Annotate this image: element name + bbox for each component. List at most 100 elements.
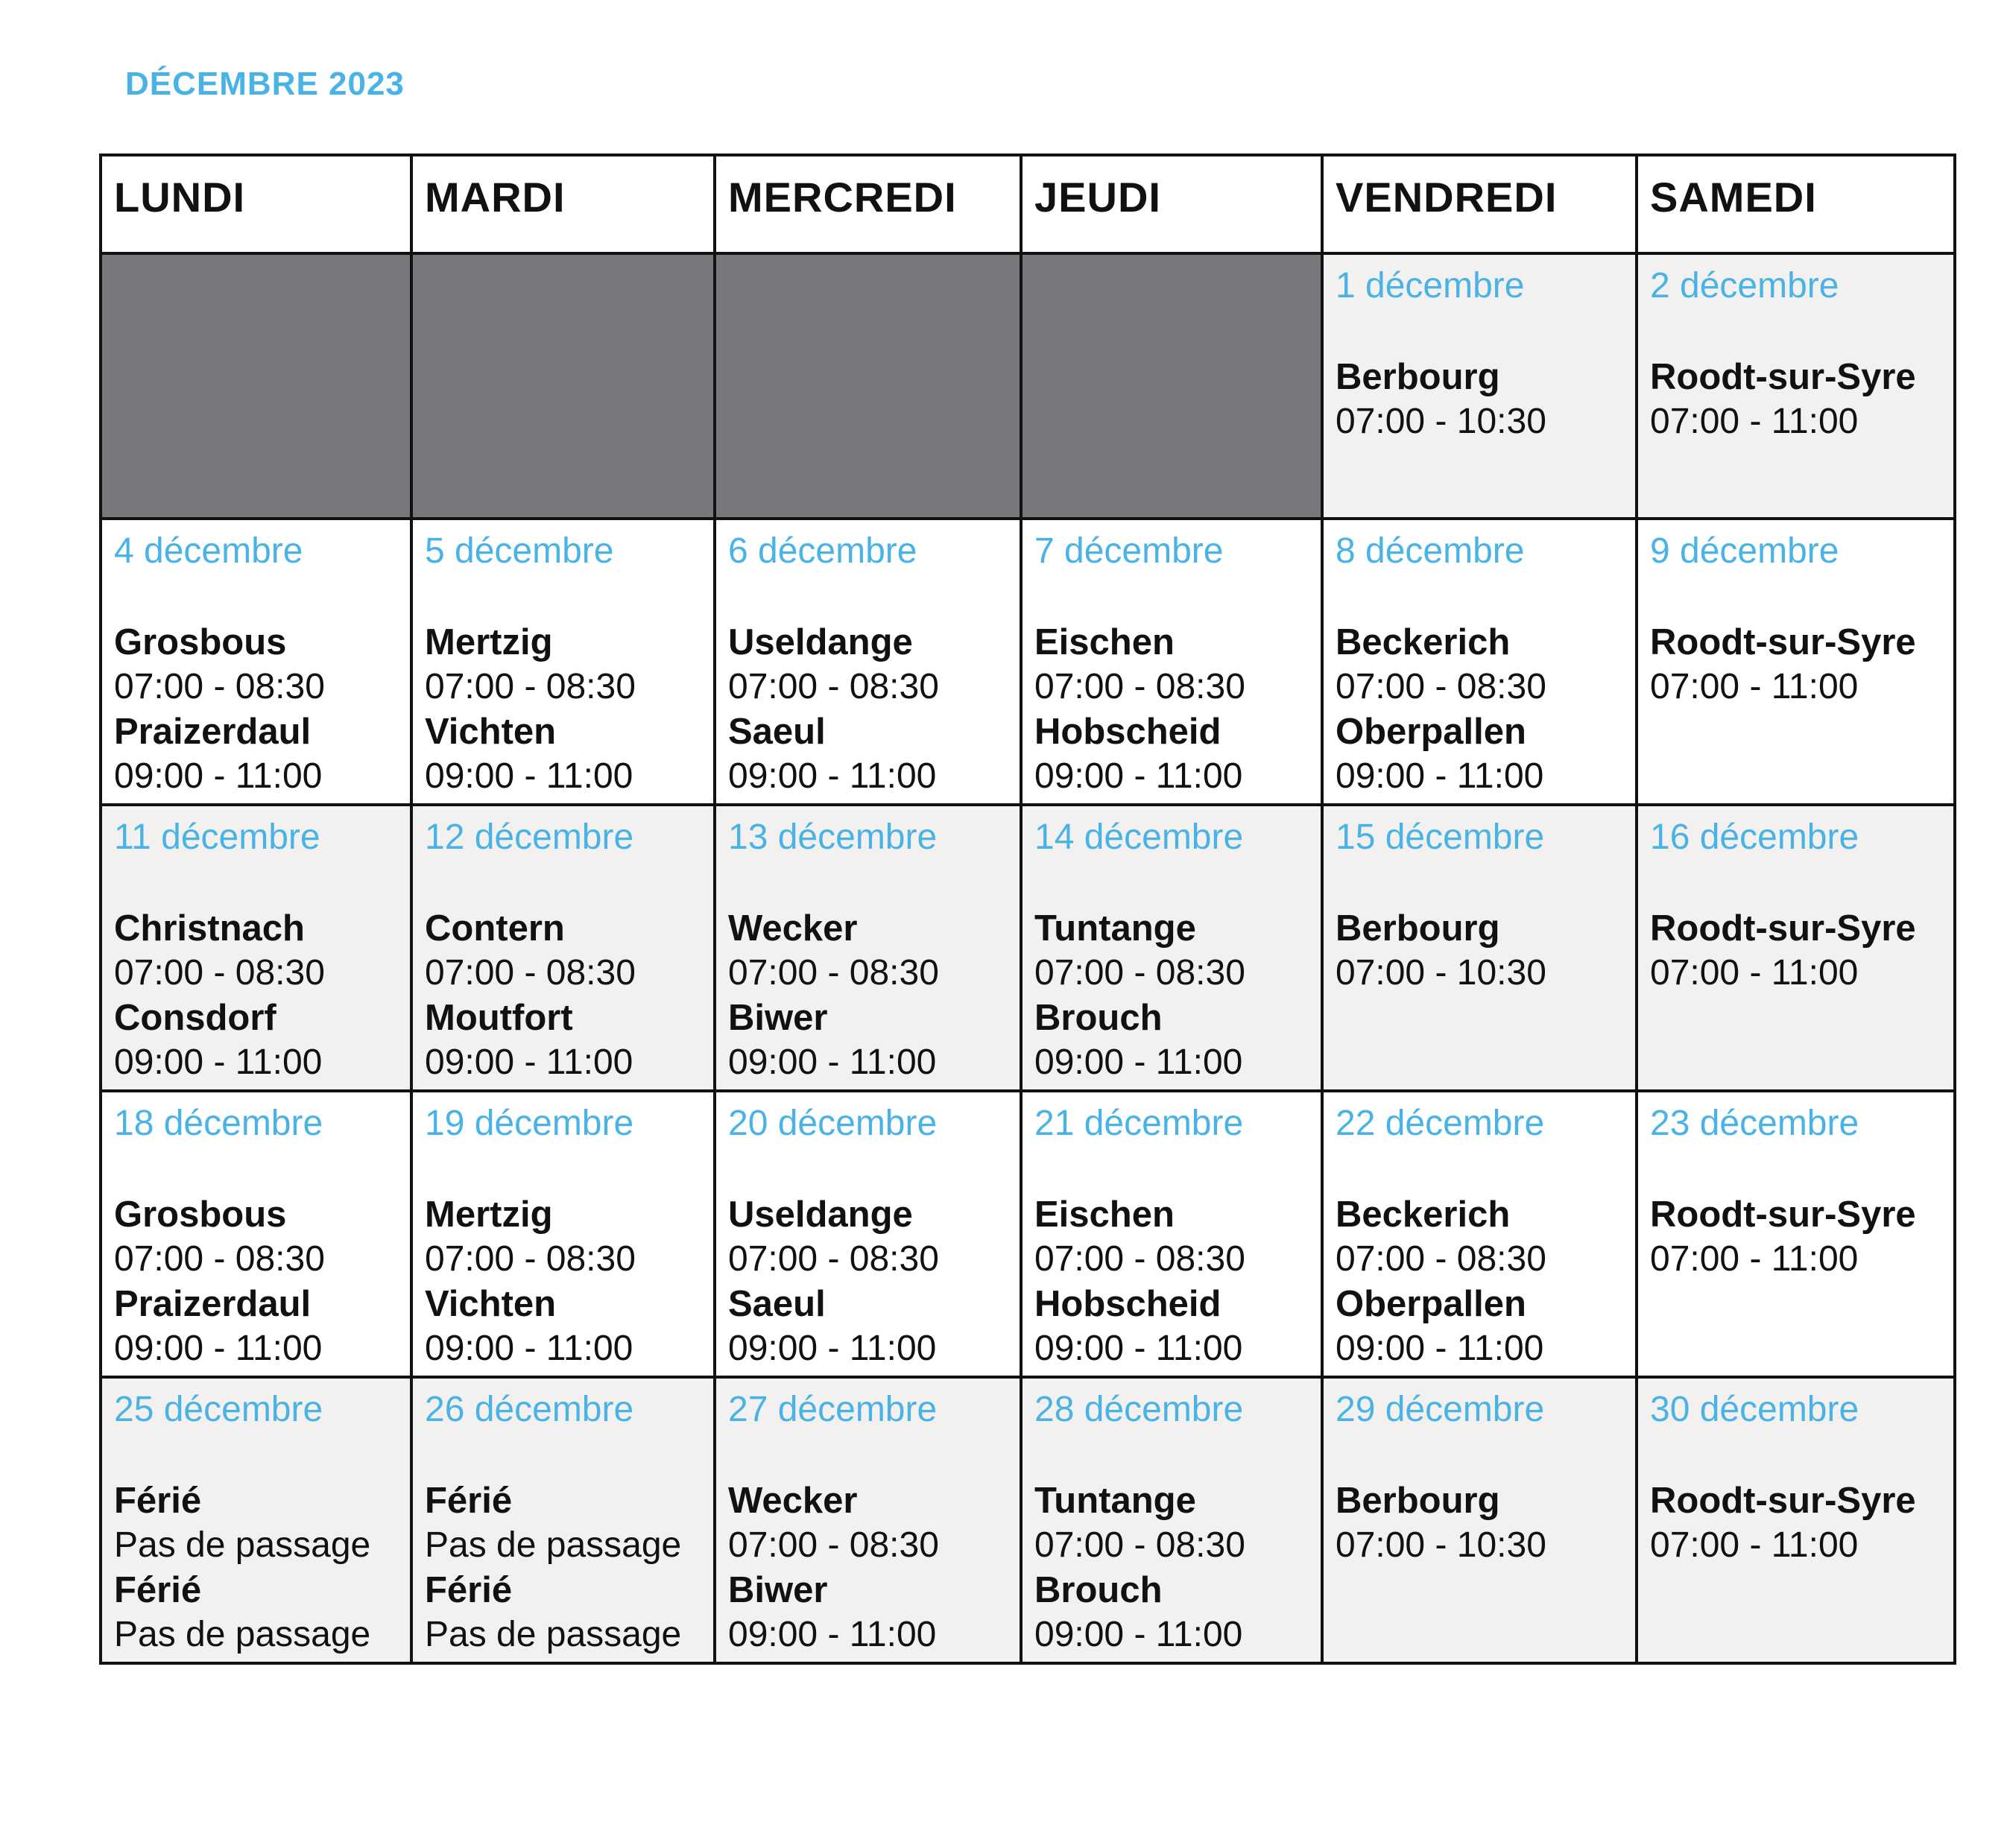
weekday-header-jeudi: JEUDI: [1020, 154, 1324, 255]
collection-time: 07:00 - 08:30: [1336, 1239, 1546, 1279]
collection-time: 07:00 - 11:00: [1650, 1239, 1859, 1279]
collection-time: 09:00 - 11:00: [728, 1615, 937, 1654]
collection-location: Beckerich: [1336, 1194, 1511, 1235]
day-date: 13 décembre: [728, 817, 938, 857]
collection-time: 09:00 - 11:00: [1034, 756, 1243, 796]
collection-time: Pas de passage: [425, 1615, 682, 1654]
collection-location: Contern: [425, 908, 565, 949]
collection-time: Pas de passage: [114, 1525, 371, 1565]
collection-time: 07:00 - 11:00: [1650, 1525, 1859, 1565]
collection-location: Biwer: [728, 998, 828, 1038]
collection-location: Roodt-sur-Syre: [1650, 622, 1916, 662]
weekday-header-row: LUNDI MARDI MERCREDI JEUDI VENDREDI SAME…: [99, 154, 1956, 255]
day-date: 14 décembre: [1034, 817, 1244, 857]
day-date: 4 décembre: [114, 531, 303, 571]
day-date: 27 décembre: [728, 1390, 938, 1429]
collection-time: 09:00 - 11:00: [1034, 1042, 1243, 1082]
collection-location: Férié: [114, 1570, 202, 1610]
day-date: 29 décembre: [1336, 1390, 1545, 1429]
collection-location: Roodt-sur-Syre: [1650, 357, 1916, 397]
collection-location: Praizerdaul: [114, 1284, 312, 1324]
collection-location: Eischen: [1034, 1194, 1175, 1235]
day-date: 5 décembre: [425, 531, 614, 571]
day-date: 12 décembre: [425, 817, 634, 857]
collection-location: Roodt-sur-Syre: [1650, 908, 1916, 949]
day-date: 9 décembre: [1650, 531, 1839, 571]
weekday-header-mardi: MARDI: [410, 154, 716, 255]
day-date: 18 décembre: [114, 1104, 323, 1143]
day-date: 19 décembre: [425, 1104, 634, 1143]
day-date: 20 décembre: [728, 1104, 938, 1143]
collection-location: Férié: [425, 1481, 513, 1521]
collection-time: 07:00 - 08:30: [728, 953, 939, 993]
collection-time: 09:00 - 11:00: [425, 756, 633, 796]
collection-location: Oberpallen: [1336, 712, 1526, 752]
collection-location: Useldange: [728, 1194, 913, 1235]
weekday-header-lundi: LUNDI: [99, 154, 413, 255]
day-date: 28 décembre: [1034, 1390, 1244, 1429]
day-date: 7 décembre: [1034, 531, 1224, 571]
collection-time: 07:00 - 08:30: [114, 1239, 325, 1279]
collection-location: Grosbous: [114, 622, 287, 662]
collection-time: 07:00 - 08:30: [425, 953, 636, 993]
day-date: 8 décembre: [1336, 531, 1525, 571]
day-date: 26 décembre: [425, 1390, 634, 1429]
collection-location: Férié: [114, 1481, 202, 1521]
collection-location: Grosbous: [114, 1194, 287, 1235]
collection-time: 07:00 - 08:30: [425, 667, 636, 706]
collection-time: 07:00 - 08:30: [1034, 953, 1245, 993]
page-title: DÉCEMBRE 2023: [125, 66, 405, 102]
collection-time: 07:00 - 08:30: [728, 1239, 939, 1279]
collection-time: 07:00 - 10:30: [1336, 953, 1546, 993]
collection-location: Christnach: [114, 908, 305, 949]
collection-time: 09:00 - 11:00: [728, 756, 937, 796]
collection-location: Vichten: [425, 712, 557, 752]
day-date: 21 décembre: [1034, 1104, 1244, 1143]
day-date: 6 décembre: [728, 531, 917, 571]
collection-time: 07:00 - 11:00: [1650, 667, 1859, 706]
collection-time: 09:00 - 11:00: [728, 1042, 937, 1082]
weekday-header-samedi: SAMEDI: [1635, 154, 1956, 255]
collection-location: Eischen: [1034, 622, 1175, 662]
calendar-table: LUNDI MARDI MERCREDI JEUDI VENDREDI SAME…: [99, 154, 1956, 1665]
empty-day-cell: [1020, 252, 1324, 520]
collection-location: Berbourg: [1336, 1481, 1500, 1521]
day-date: 11 décembre: [114, 817, 320, 857]
collection-location: Brouch: [1034, 1570, 1163, 1610]
collection-location: Brouch: [1034, 998, 1163, 1038]
collection-time: 09:00 - 11:00: [114, 1042, 323, 1082]
day-date: 1 décembre: [1336, 266, 1525, 306]
collection-time: 09:00 - 11:00: [114, 756, 323, 796]
collection-time: 07:00 - 10:30: [1336, 1525, 1546, 1565]
day-date: 22 décembre: [1336, 1104, 1545, 1143]
collection-location: Mertzig: [425, 622, 553, 662]
collection-time: 07:00 - 08:30: [728, 1525, 939, 1565]
collection-time: 07:00 - 08:30: [425, 1239, 636, 1279]
collection-time: 09:00 - 11:00: [114, 1329, 323, 1368]
collection-location: Wecker: [728, 908, 858, 949]
collection-location: Tuntange: [1034, 908, 1196, 949]
collection-time: 09:00 - 11:00: [425, 1042, 633, 1082]
collection-location: Hobscheid: [1034, 712, 1221, 752]
collection-location: Berbourg: [1336, 908, 1500, 949]
collection-time: 09:00 - 11:00: [425, 1329, 633, 1368]
